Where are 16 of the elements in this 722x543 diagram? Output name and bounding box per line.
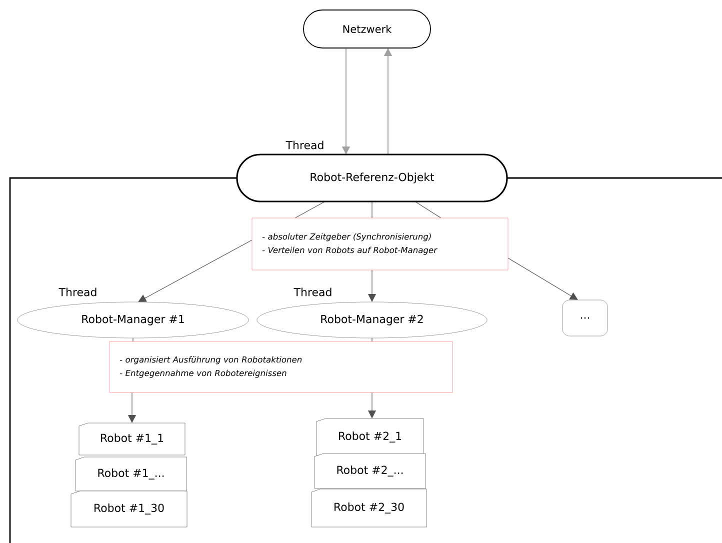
rounded-box: ... — [562, 300, 608, 336]
thread-label: Thread — [294, 288, 332, 296]
arrow — [508, 258, 578, 300]
robot-document: Robot #2_30 — [311, 488, 427, 528]
thread-label: Thread — [58, 288, 96, 296]
robot-document: Robot #2_... — [314, 453, 426, 489]
object-box: Robot-Referenz-Objekt — [236, 154, 508, 202]
terminal-box: Netzwerk — [303, 10, 431, 48]
note-box: - absoluter Zeitgeber (Synchronisierung) - Verteilen von Robots auf Robot-Manager — [252, 218, 508, 270]
robot-document: Robot #1_... — [75, 456, 187, 492]
arrow — [138, 240, 252, 302]
note-box: - organisiert Ausführung von Robotaktionen - Entgegennahme von Robotereignissen — [109, 341, 453, 393]
robot-document: Robot #1_1 — [78, 422, 186, 456]
thread-label: Thread — [286, 140, 324, 150]
robot-document: Robot #2_1 — [316, 418, 424, 456]
robot-document: Robot #1_30 — [70, 490, 188, 528]
